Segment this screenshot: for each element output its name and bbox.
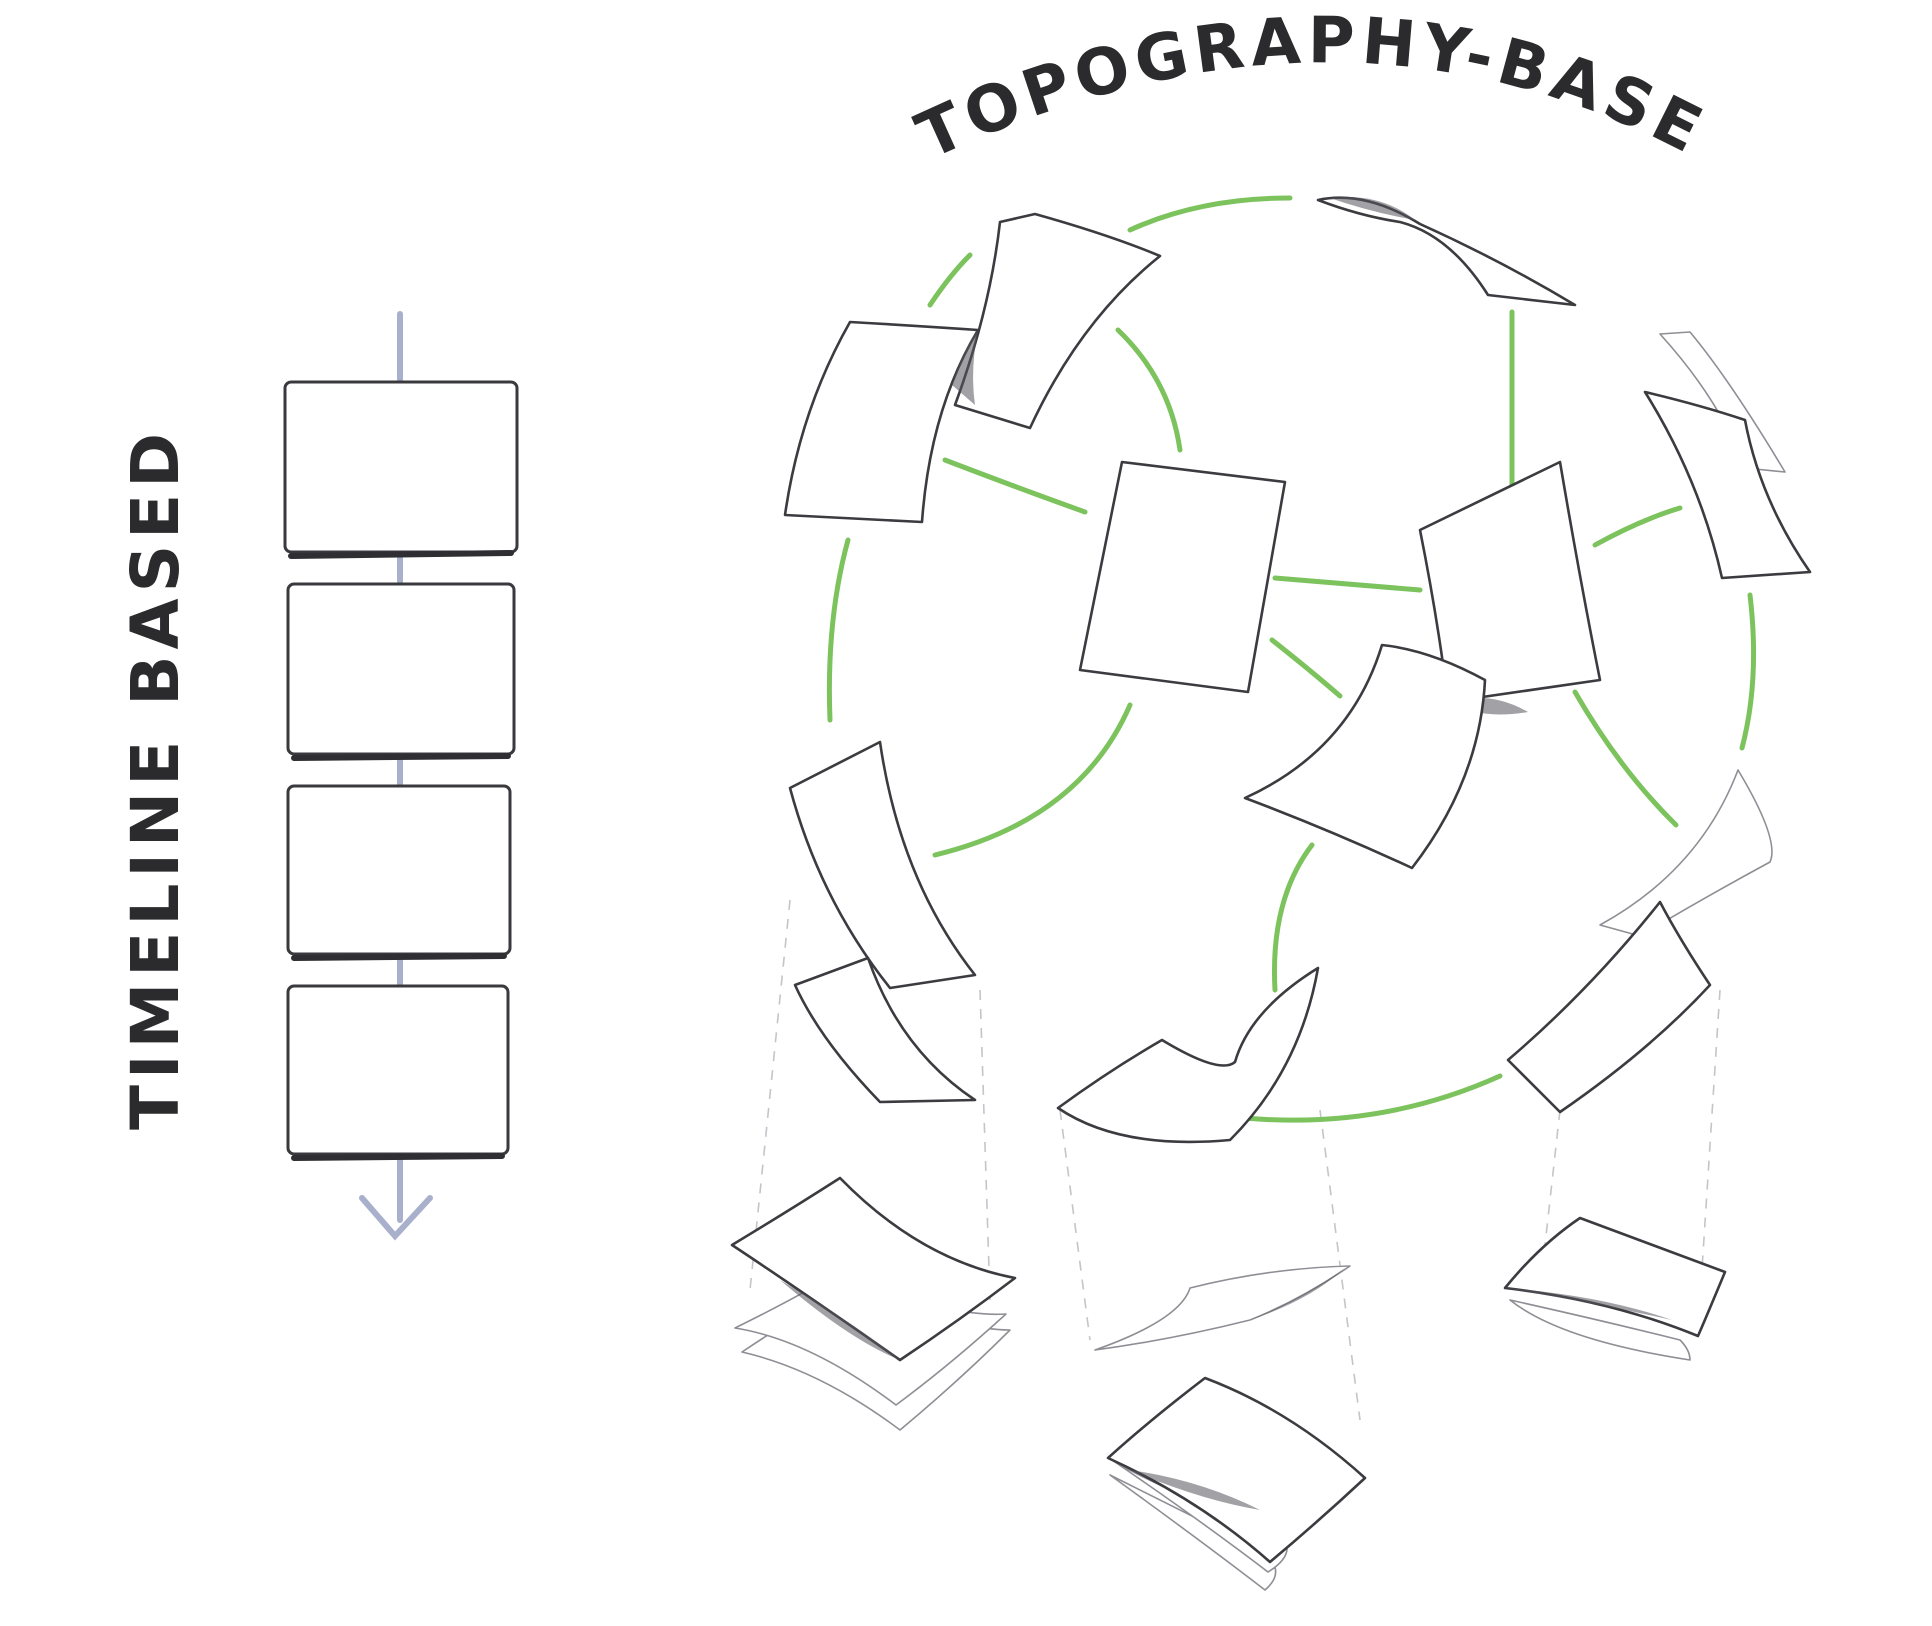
paper-stack	[730, 1176, 1017, 1431]
network-connectors	[826, 195, 1757, 1123]
node-sheet	[788, 740, 977, 990]
node-sheet	[1078, 460, 1287, 694]
paper-stack	[1503, 1216, 1727, 1361]
node-sheet	[1316, 196, 1577, 307]
node-sheet	[1506, 769, 1773, 1114]
timeline-frame	[286, 984, 510, 1161]
connector	[1242, 1073, 1503, 1123]
paper-stack	[1106, 1376, 1367, 1591]
timeline-frame	[283, 380, 519, 559]
timeline-arrow-head-icon	[359, 1195, 433, 1241]
drop-lines	[749, 899, 1721, 1421]
connector	[942, 457, 1088, 515]
topography-label-path: TOPOGRAPHY-BASED	[0, 0, 1712, 174]
timeline-section: TIMELINE BASED	[117, 311, 519, 1241]
node-sheet	[1643, 390, 1812, 580]
connector	[1739, 592, 1757, 751]
connector	[1592, 505, 1683, 548]
timeline-frame	[286, 784, 512, 961]
node-sheet	[1243, 643, 1487, 870]
connector	[1572, 689, 1679, 828]
connector	[927, 252, 973, 308]
node-sheet	[1659, 331, 1786, 473]
node-sheet	[793, 956, 977, 1104]
node-sheet	[1056, 966, 1320, 1144]
timeline-label: TIMELINE BASED	[117, 427, 194, 1130]
connector	[1272, 575, 1423, 593]
paper-stack	[1094, 1265, 1351, 1351]
node-sheet	[783, 320, 980, 524]
topography-label: TOPOGRAPHY-BASED	[0, 0, 1718, 174]
node-sheet	[953, 212, 1162, 430]
connector	[1115, 327, 1183, 453]
connector	[1127, 195, 1293, 233]
topography-section: TOPOGRAPHY-BASED	[0, 0, 1812, 1591]
timeline-frame	[286, 582, 516, 761]
connector	[1269, 637, 1343, 699]
connector	[932, 702, 1133, 858]
connector	[1272, 842, 1315, 993]
connector	[826, 537, 851, 723]
